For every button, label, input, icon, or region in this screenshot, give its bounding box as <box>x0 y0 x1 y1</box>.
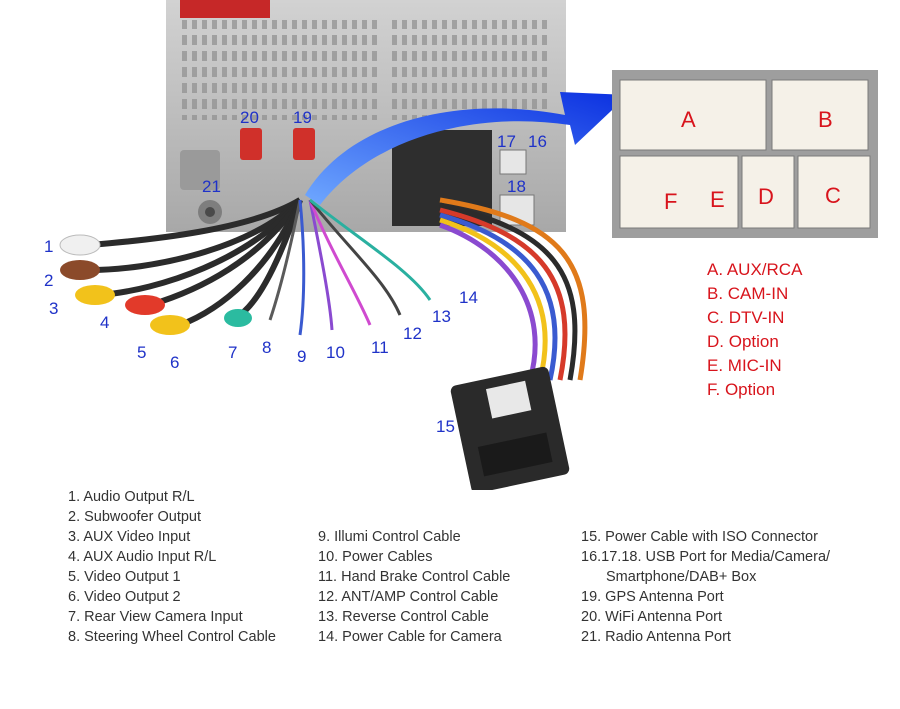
antenna-ports <box>198 128 315 224</box>
description-item: 21. Radio Antenna Port <box>581 629 731 645</box>
connector-arrow <box>305 92 628 205</box>
description-item: 13. Reverse Control Cable <box>318 609 489 625</box>
callout-10: 10 <box>326 343 345 362</box>
pin-label-c: C <box>825 183 841 208</box>
callout-19: 19 <box>293 108 312 127</box>
callout-8: 8 <box>262 338 272 357</box>
callout-20: 20 <box>240 108 259 127</box>
description-column-1: 1. Audio Output R/L 2. Subwoofer Output … <box>68 487 276 647</box>
description-item: 4. AUX Audio Input R/L <box>68 549 217 565</box>
callout-16: 16 <box>528 132 547 151</box>
description-item: 1. Audio Output R/L <box>68 489 195 505</box>
description-item: 9. Illumi Control Cable <box>318 529 461 545</box>
pin-label-a: A <box>681 107 696 132</box>
description-item: 20. WiFi Antenna Port <box>581 609 723 625</box>
callout-11: 11 <box>371 338 389 357</box>
connector-panel <box>612 70 878 238</box>
description-item: 16.17.18. USB Port for Media/Camera/ <box>581 549 831 565</box>
callout-14: 14 <box>459 288 478 307</box>
callout-18: 18 <box>507 177 526 196</box>
description-column-3: 15. Power Cable with ISO Connector 16.17… <box>581 527 830 647</box>
pin-legend-item: C. DTV-IN <box>707 308 785 327</box>
description-item: 2. Subwoofer Output <box>68 509 201 525</box>
rca-cables <box>59 197 303 335</box>
callout-21: 21 <box>202 177 221 196</box>
pin-label-b: B <box>818 107 833 132</box>
wiring-diagram <box>59 0 878 490</box>
pin-legend-item: F. Option <box>707 380 776 399</box>
description-item-continuation: Smartphone/DAB+ Box <box>606 569 757 585</box>
callout-13: 13 <box>432 307 451 326</box>
iso-connector <box>450 366 570 490</box>
pin-label-f: F <box>664 189 678 214</box>
callout-5: 5 <box>137 343 147 362</box>
callout-2: 2 <box>44 271 54 290</box>
pin-label-e: E <box>710 187 725 212</box>
pin-legend-item: A. AUX/RCA <box>707 260 803 279</box>
description-item: 12. ANT/AMP Control Cable <box>318 589 499 605</box>
pin-legend-item: B. CAM-IN <box>707 284 789 303</box>
description-item: 6. Video Output 2 <box>68 589 181 605</box>
description-item: 11. Hand Brake Control Cable <box>318 569 511 585</box>
callout-9: 9 <box>297 347 307 366</box>
description-item: 5. Video Output 1 <box>68 569 181 585</box>
callout-12: 12 <box>403 324 422 343</box>
callout-1: 1 <box>44 237 54 256</box>
description-item: 8. Steering Wheel Control Cable <box>68 629 276 645</box>
pin-legend: A. AUX/RCA B. CAM-IN C. DTV-IN D. Option… <box>707 258 802 402</box>
description-column-2: 9. Illumi Control Cable 10. Power Cables… <box>318 527 510 647</box>
callout-17: 17 <box>497 132 516 151</box>
callout-4: 4 <box>100 313 110 332</box>
description-item: 10. Power Cables <box>318 549 433 565</box>
iso-power-bundle <box>439 197 588 381</box>
loose-wires <box>268 198 432 336</box>
callout-3: 3 <box>49 299 59 318</box>
description-item: 15. Power Cable with ISO Connector <box>581 529 818 545</box>
callout-6: 6 <box>170 353 180 372</box>
callout-15: 15 <box>436 417 455 436</box>
pin-legend-item: E. MIC-IN <box>707 356 782 375</box>
description-item: 3. AUX Video Input <box>68 529 191 545</box>
description-item: 19. GPS Antenna Port <box>581 589 724 605</box>
callout-7: 7 <box>228 343 238 362</box>
pin-label-d: D <box>758 184 774 209</box>
description-item: 7. Rear View Camera Input <box>68 609 243 625</box>
pin-legend-item: D. Option <box>707 332 779 351</box>
description-item: 14. Power Cable for Camera <box>318 629 502 645</box>
